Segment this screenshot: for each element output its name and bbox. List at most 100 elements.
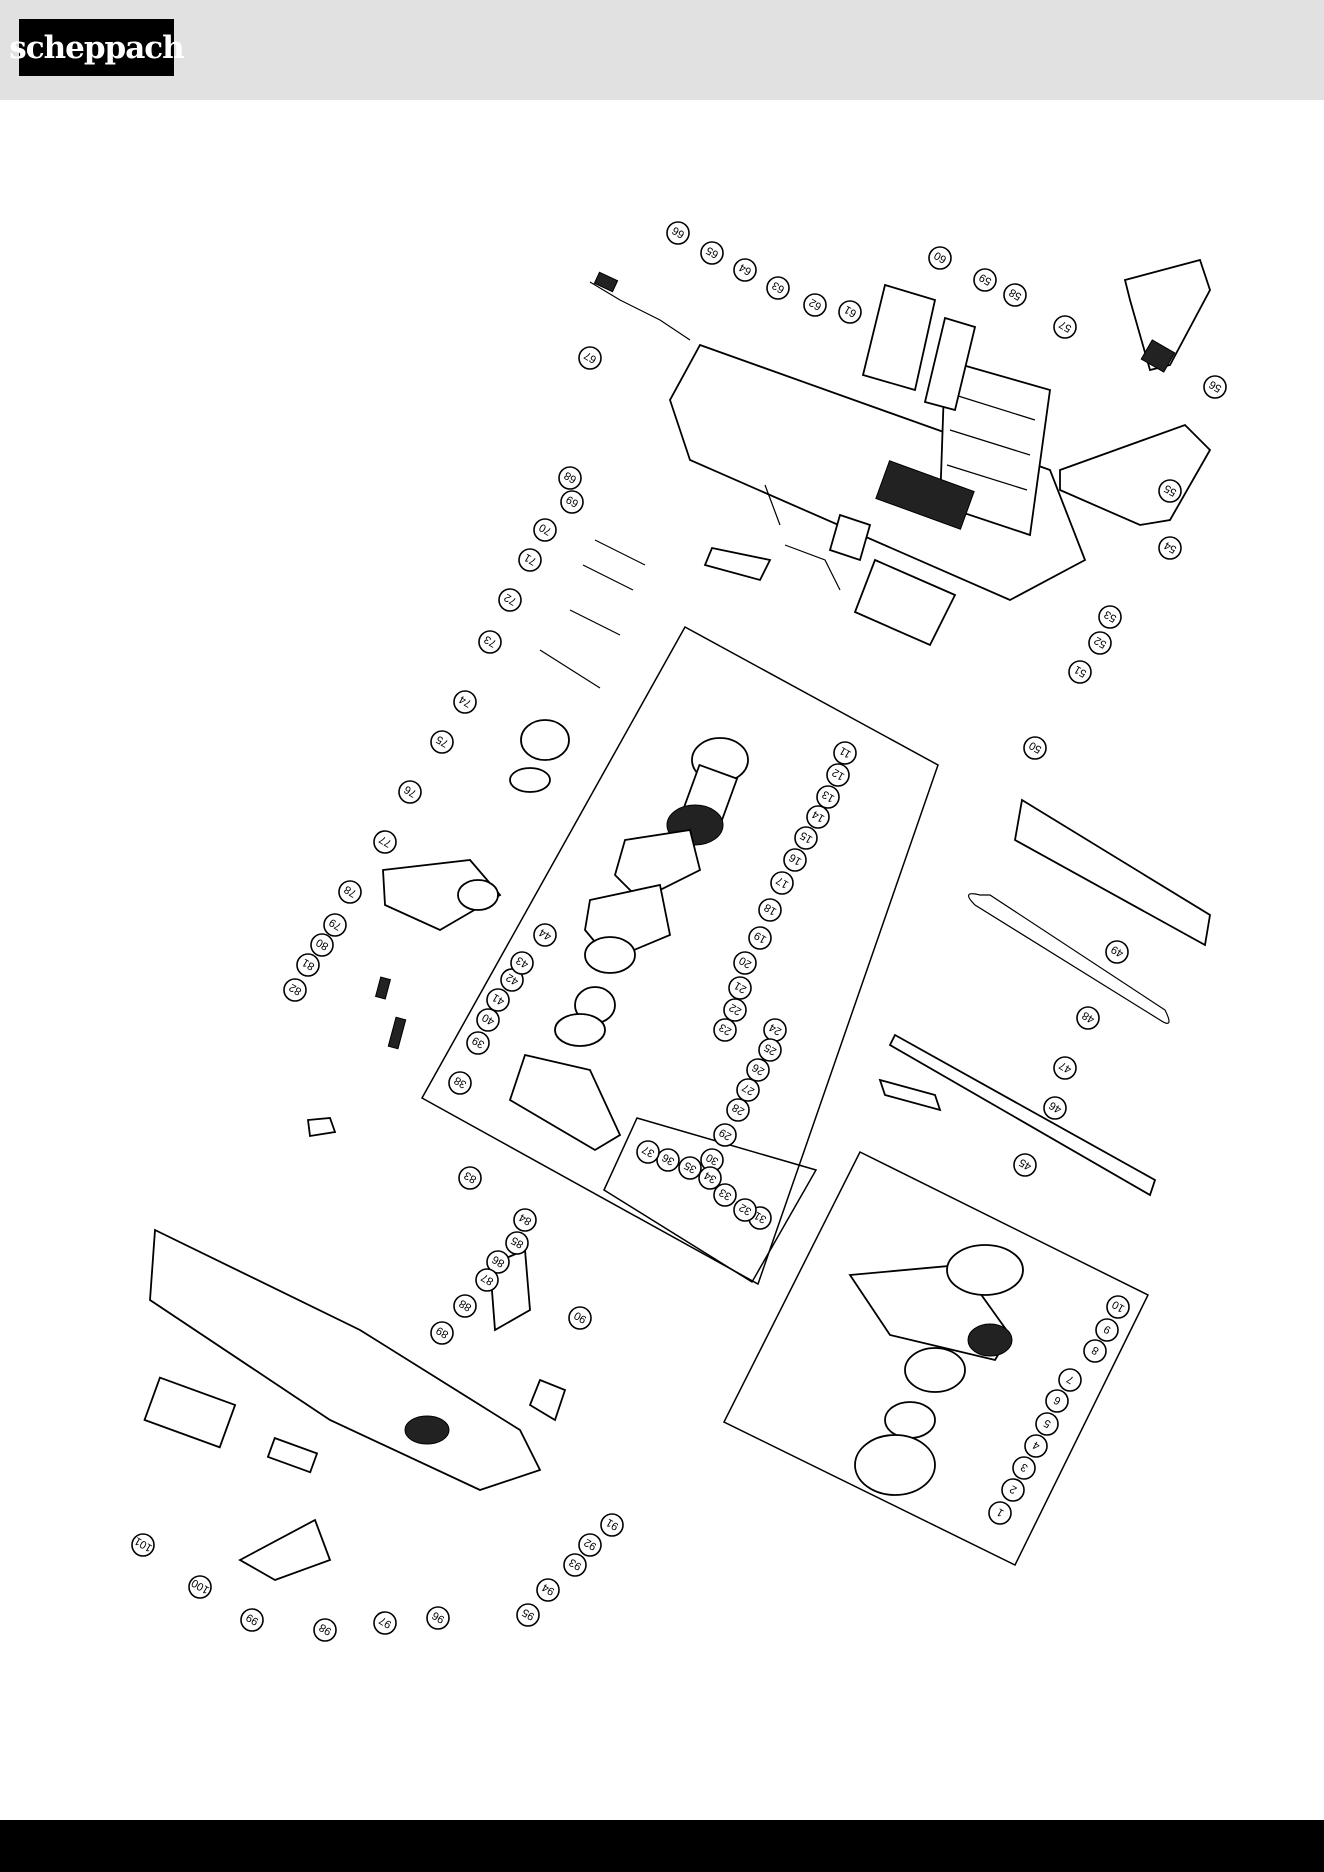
callout-number: 98 [317,1621,334,1638]
front-bracket-part [1059,423,1212,526]
callout-89: 89 [430,1321,454,1345]
callout-number: 11 [838,744,854,760]
callout-82: 82 [283,978,307,1002]
callout-number: 87 [479,1271,496,1288]
callout-67: 67 [578,346,602,370]
callout-41: 41 [486,988,510,1012]
callout-number: 7 [1065,1372,1076,1385]
callout-bubble [758,1038,782,1062]
callout-bubble [486,1250,510,1274]
callout-bubble [453,690,477,714]
callout-bubble [426,1606,450,1630]
callout-number: 86 [490,1253,507,1270]
callout-number: 59 [977,271,994,288]
callout-number: 71 [522,551,539,568]
callout-number: 27 [740,1081,757,1098]
callout-bubble [453,1294,477,1318]
callout-bubble [748,926,772,950]
callout-84: 84 [513,1208,537,1232]
callout-45: 45 [1013,1153,1037,1177]
callout-27: 27 [736,1078,760,1102]
callout-bubble [723,998,747,1022]
tensioner-assembly-frame [722,1150,1150,1567]
callout-number: 55 [1162,482,1179,499]
callout-bubble [728,976,752,1000]
callout-66: 66 [666,221,690,245]
callout-62: 62 [803,293,827,317]
callout-bubble [713,1018,737,1042]
callout-bubble [736,1078,760,1102]
callout-bubble [713,1123,737,1147]
callout-2: 2 [1001,1478,1025,1502]
callout-58: 58 [1003,283,1027,307]
callout-18: 18 [758,898,782,922]
callout-number: 35 [682,1159,699,1176]
callout-number: 36 [660,1151,677,1168]
callout-number: 89 [434,1324,451,1341]
callout-number: 40 [480,1011,497,1028]
callout-3: 3 [1012,1456,1036,1480]
callout-70: 70 [533,518,557,542]
callout-75: 75 [430,730,454,754]
callout-47: 47 [1053,1056,1077,1080]
callout-bubble [733,951,757,975]
callout-bubble [666,221,690,245]
callout-33: 33 [713,1183,737,1207]
callout-72: 72 [498,588,522,612]
callout-93: 93 [563,1553,587,1577]
callout-14: 14 [806,805,830,829]
callout-101: 101 [131,1533,155,1557]
callout-number: 3 [1019,1460,1030,1473]
callout-bubble [1105,940,1129,964]
callout-number: 47 [1057,1059,1074,1076]
callout-bubble [533,923,557,947]
callout-bubble [1158,479,1182,503]
callout-bubble [1095,1318,1119,1342]
callout-bubble [1012,1456,1036,1480]
callout-1: 1 [988,1501,1012,1525]
callout-56: 56 [1203,375,1227,399]
callout-bubble [578,1533,602,1557]
callout-bubble [563,1553,587,1577]
callout-number: 94 [540,1581,557,1598]
callout-number: 33 [717,1186,734,1203]
callout-bubble [1024,1434,1048,1458]
callout-85: 85 [505,1231,529,1255]
callout-37: 37 [636,1140,660,1164]
callout-number: 93 [567,1556,584,1573]
callout-bubble [1043,1096,1067,1120]
callout-69: 69 [560,490,584,514]
header-band [0,0,1324,100]
callout-number: 75 [434,733,451,750]
callout-bubble [373,830,397,854]
callout-number: 95 [520,1606,537,1623]
callout-number: 85 [509,1234,526,1251]
callout-bubble [568,1306,592,1330]
callout-number: 22 [727,1001,744,1018]
callout-34: 34 [698,1166,722,1190]
callout-87: 87 [475,1268,499,1292]
callout-bubble [766,276,790,300]
guide-bar-cover [1014,798,1211,947]
callout-bubble [510,951,534,975]
callout-number: 68 [562,469,579,486]
callout-bubble [1058,1368,1082,1392]
callout-11: 11 [833,741,857,765]
callout-bubble [430,730,454,754]
callout-number: 6 [1052,1393,1063,1406]
callout-number: 46 [1047,1099,1064,1116]
motor-parts [508,737,749,1152]
callout-79: 79 [323,913,347,937]
callout-46: 46 [1043,1096,1067,1120]
callout-number: 76 [402,783,419,800]
callout-bubble [783,848,807,872]
callout-number: 79 [327,916,344,933]
callout-number: 4 [1031,1438,1042,1451]
callout-number: 45 [1017,1156,1034,1173]
callout-number: 32 [737,1201,754,1218]
callout-51: 51 [1068,660,1092,684]
callout-bubble [733,1198,757,1222]
callout-number: 83 [462,1169,479,1186]
